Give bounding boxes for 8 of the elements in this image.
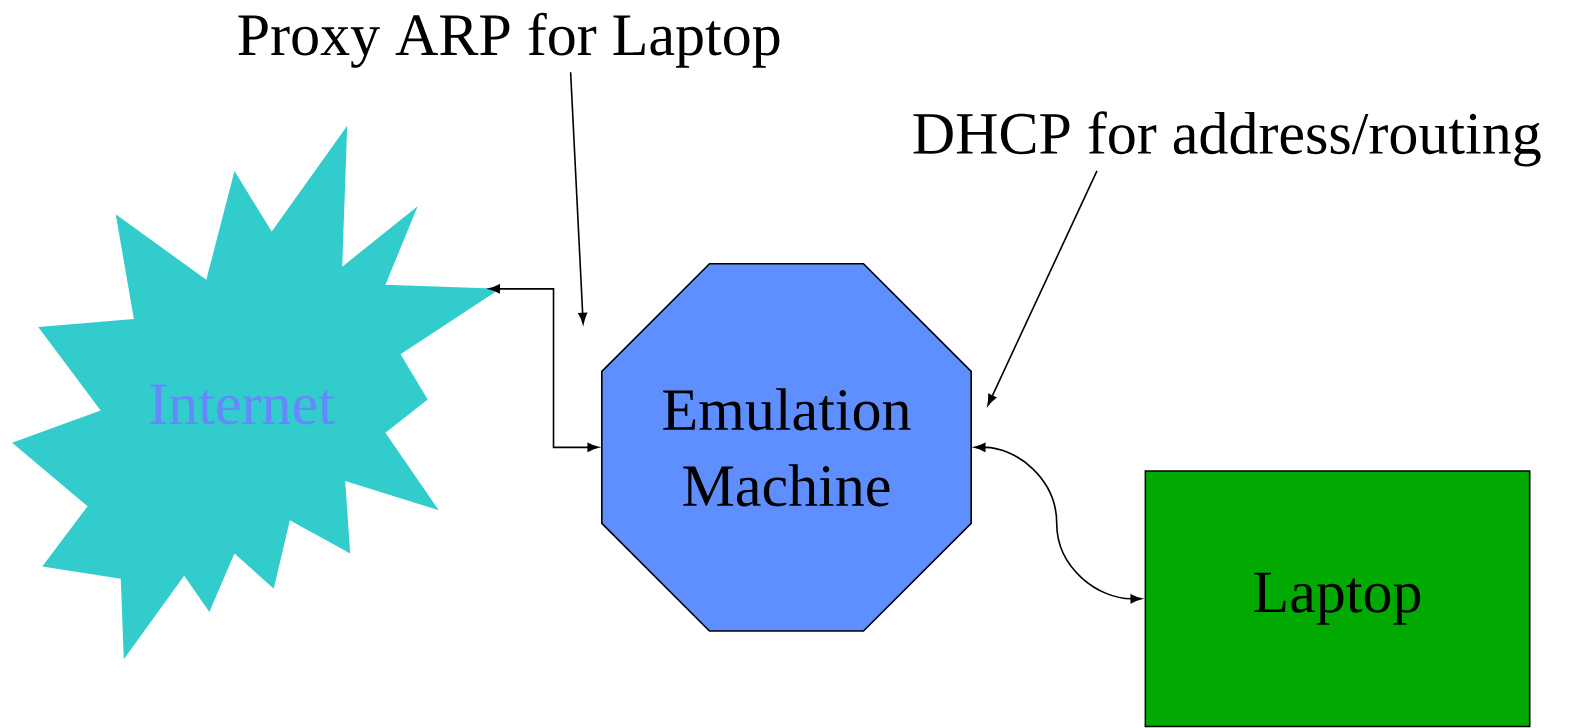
octagon: Emulation Machine <box>601 263 972 632</box>
double-arrow <box>488 284 599 452</box>
curved-double-arrow <box>974 443 1142 604</box>
annotation-text: DHCP for address/routing <box>913 111 1541 167</box>
leader-arrow <box>569 71 588 325</box>
annotation-text: Proxy ARP for Laptop <box>238 12 780 69</box>
leader-arrow <box>987 170 1098 406</box>
rectangle-box: Laptop <box>1144 470 1531 728</box>
